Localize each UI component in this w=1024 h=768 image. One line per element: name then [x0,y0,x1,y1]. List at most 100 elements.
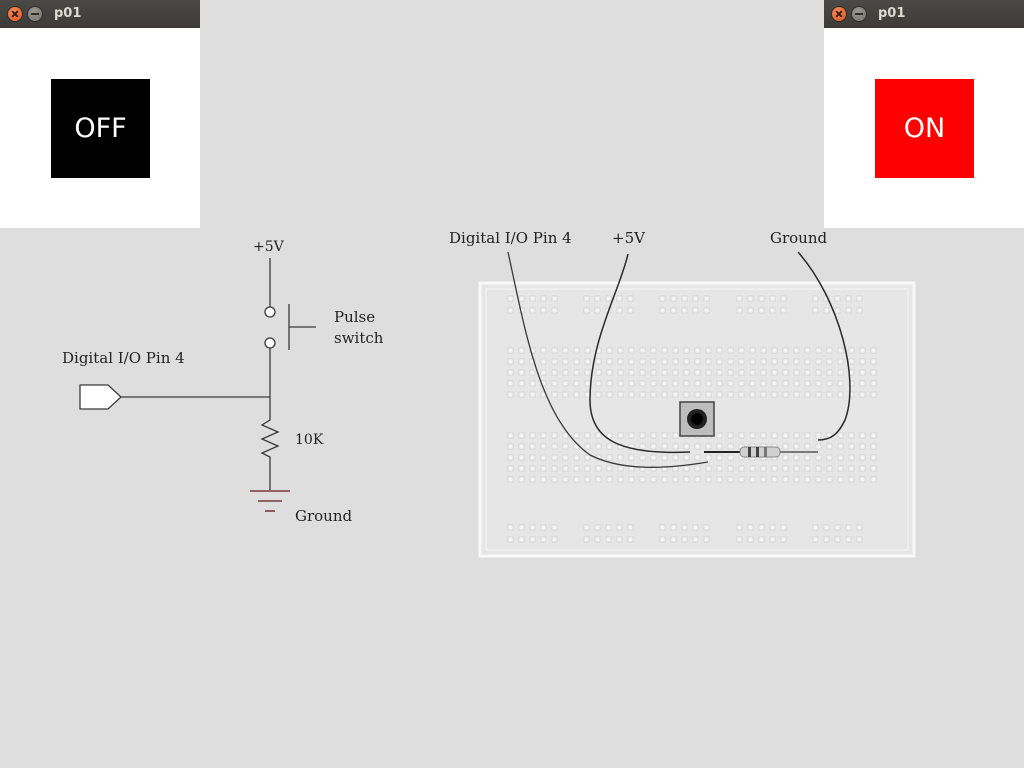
breadboard-hole [793,347,800,354]
breadboard-hole [815,465,822,472]
breadboard-hole [703,295,710,302]
breadboard-hole [540,536,547,543]
breadboard-hole [507,443,514,450]
breadboard-hole [683,369,690,376]
breadboard-hole [812,536,819,543]
breadboard-hole [683,443,690,450]
breadboard-hole [758,536,765,543]
breadboard-hole [716,369,723,376]
breadboard-hole [769,307,776,314]
breadboard-hole [780,307,787,314]
breadboard-hole [727,391,734,398]
breadboard-hole [716,347,723,354]
breadboard-hole [595,476,602,483]
breadboard-hole [694,380,701,387]
breadboard-hole [595,432,602,439]
breadboard-hole [815,432,822,439]
breadboard-hole [705,454,712,461]
breadboard-hole [705,369,712,376]
breadboard-hole [672,380,679,387]
breadboard-hole [837,443,844,450]
state-label: OFF [74,113,127,144]
breadboard-hole [769,536,776,543]
breadboard-hole [628,347,635,354]
breadboard-hole [793,391,800,398]
breadboard-hole [540,454,547,461]
minimize-window-button[interactable] [852,7,866,21]
breadboard-hole [672,391,679,398]
breadboard-hole [606,369,613,376]
breadboard-hole [749,391,756,398]
breadboard-hole [507,380,514,387]
breadboard-hole [529,524,536,531]
breadboard-hole [507,358,514,365]
breadboard-hole [605,536,612,543]
breadboard-hole [837,476,844,483]
breadboard-hole [760,358,767,365]
breadboard-hole [606,432,613,439]
circuit-schematic: +5V Pulse switch Digital I/O Pin 4 10K G… [62,239,384,525]
breadboard-hole [672,443,679,450]
breadboard-hole [584,347,591,354]
breadboard-hole [782,347,789,354]
breadboard-hole [540,432,547,439]
breadboard-hole [815,454,822,461]
breadboard-hole [782,443,789,450]
breadboard-hole [507,295,514,302]
breadboard-hole [856,307,863,314]
breadboard-hole [670,295,677,302]
breadboard-hole [551,432,558,439]
breadboard-hole [617,369,624,376]
minimize-window-button[interactable] [28,7,42,21]
breadboard-hole [848,432,855,439]
breadboard-hole [834,295,841,302]
breadboard-hole [716,391,723,398]
breadboard-hole [672,432,679,439]
breadboard-hole [595,380,602,387]
breadboard-hole [650,454,657,461]
window-titlebar[interactable]: p01 [824,0,1024,28]
breadboard-hole [551,295,558,302]
breadboard-hole [782,358,789,365]
breadboard-hole [736,295,743,302]
breadboard-hole [705,465,712,472]
breadboard-hole [617,476,624,483]
breadboard-hole [694,465,701,472]
breadboard-hole [815,391,822,398]
close-window-button[interactable] [832,7,846,21]
breadboard-hole [826,347,833,354]
breadboard-hole [782,369,789,376]
breadboard-hole [826,369,833,376]
close-window-button[interactable] [8,7,22,21]
breadboard-hole [694,358,701,365]
breadboard-hole [782,391,789,398]
breadboard-hole [747,524,754,531]
breadboard-hole [837,380,844,387]
breadboard-hole [694,391,701,398]
breadboard-hole [583,295,590,302]
breadboard-hole [727,347,734,354]
breadboard-hole [562,454,569,461]
breadboard-hole [672,369,679,376]
breadboard-hole [507,391,514,398]
breadboard-hole [551,465,558,472]
window-titlebar[interactable]: p01 [0,0,200,28]
breadboard-hole [727,476,734,483]
breadboard-hole [650,369,657,376]
breadboard-hole [834,524,841,531]
breadboard-hole [562,358,569,365]
breadboard-hole [856,524,863,531]
breadboard-hole [738,347,745,354]
breadboard-hole [628,391,635,398]
breadboard-hole [826,476,833,483]
breadboard-hole [856,536,863,543]
breadboard-hole [812,295,819,302]
breadboard-hole [540,295,547,302]
breadboard-hole [782,465,789,472]
breadboard-hole [659,295,666,302]
breadboard-hole [804,347,811,354]
breadboard-hole [804,443,811,450]
breadboard-hole [760,380,767,387]
breadboard-hole [848,443,855,450]
breadboard-hole [870,369,877,376]
